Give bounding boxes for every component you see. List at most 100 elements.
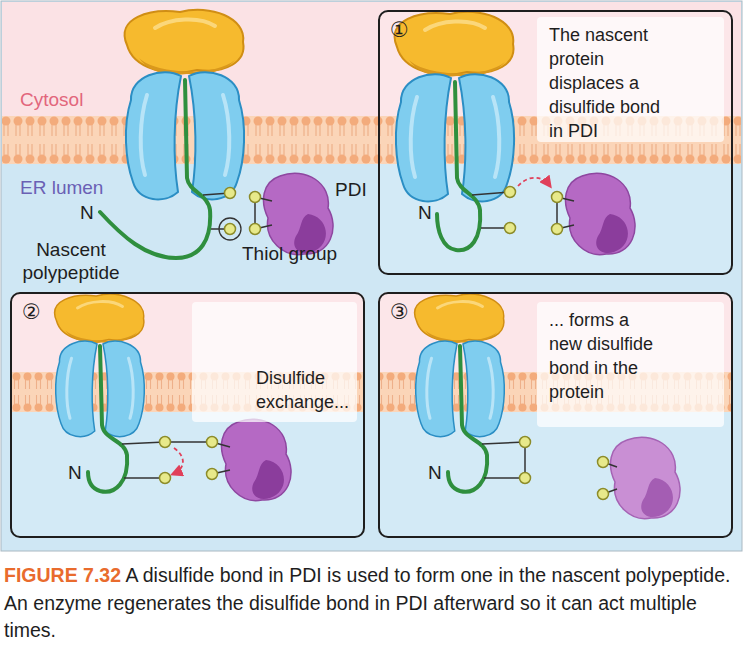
caption-text: bond: [220, 564, 263, 586]
sulfur-atom: [207, 469, 218, 480]
sulfur-atom: [552, 192, 563, 203]
caption-text: is: [327, 564, 341, 586]
caption-text: in: [269, 564, 284, 586]
caption-text: times.: [4, 619, 56, 641]
caption-text: [556, 592, 561, 614]
thiol-group: [598, 457, 609, 468]
caption-text: [390, 592, 395, 614]
pdi-protein: [566, 173, 636, 254]
thiol-bond: [482, 442, 525, 444]
caption-text: [428, 592, 433, 614]
caption-text: [244, 592, 249, 614]
polypeptide-chain: [437, 82, 480, 250]
sulfur-atom: [520, 437, 531, 448]
thiol-group: [505, 187, 516, 198]
caption-text: [546, 564, 551, 586]
caption-text: A: [125, 564, 137, 586]
thiol-group: [160, 473, 171, 484]
caption-text: [263, 564, 268, 586]
caption-text: in: [375, 592, 390, 614]
region-label: ER lumen: [20, 176, 103, 199]
part-label: Nascent polypeptide: [12, 238, 130, 284]
step-number: ②: [22, 300, 41, 324]
sulfur-atom: [520, 473, 531, 484]
caption-text: [341, 564, 346, 586]
caption-text: [620, 564, 625, 586]
caption-text: [214, 564, 219, 586]
caption-text: the: [519, 564, 546, 586]
terminus-label: N: [428, 461, 442, 484]
caption-text: afterward: [433, 592, 514, 614]
caption-text: PDI: [289, 564, 322, 586]
caption-text: regenerates: [107, 592, 211, 614]
panel-art: [378, 10, 733, 275]
caption-text: [121, 564, 125, 586]
step-panel: ②Disulfide exchange...: [10, 292, 365, 538]
caption-text: can: [561, 592, 592, 614]
protein-label: PDI: [335, 178, 367, 201]
caption-text: polypeptide.: [625, 564, 730, 586]
reaction-arrow: [173, 448, 183, 474]
thiol-bond: [122, 442, 165, 444]
caption-text: nascent: [552, 564, 620, 586]
caption-text: [369, 592, 374, 614]
terminus-label: N: [80, 201, 94, 224]
caption-text: [541, 592, 546, 614]
figure-caption: FIGURE 7.32 A disulfide bond in PDI is u…: [4, 562, 742, 645]
figure-number: [78, 564, 83, 586]
caption-text: An: [4, 592, 28, 614]
mixed-disulfide: [165, 441, 212, 443]
lumen-background: [1, 1, 742, 551]
caption-text: [102, 592, 107, 614]
caption-text: [389, 564, 394, 586]
sulfur-atom: [250, 192, 261, 203]
lumen-background: [10, 292, 365, 538]
sulfur-atom: [250, 224, 261, 235]
pdi-protein: [611, 437, 681, 518]
step-panel: ① The nascent protein displaces a disulfi…: [378, 10, 733, 275]
caption-text: [515, 592, 520, 614]
caption-text: [514, 564, 519, 586]
part-label: Thiol group: [242, 242, 337, 265]
pdi-protein: [264, 173, 334, 254]
thiol-group: [225, 224, 236, 235]
figure-number: 7.32: [83, 564, 121, 586]
caption-text: [411, 564, 416, 586]
reaction-arrow: [518, 178, 550, 186]
thiol-group: [225, 188, 236, 199]
caption-text: form: [416, 564, 455, 586]
thiol-group: [160, 437, 171, 448]
caption-text: so: [520, 592, 541, 614]
step-panel: ③ ... forms a new disulfide bond in the p…: [378, 292, 733, 538]
step-number: ①: [390, 18, 409, 42]
figure-number: FIGURE: [4, 564, 78, 586]
lumen-background: [378, 292, 733, 538]
step-description: ... forms a new disulfide bond in the pr…: [537, 302, 724, 427]
caption-text: act: [598, 592, 624, 614]
thiol-group: [598, 489, 609, 500]
caption-text: [284, 564, 289, 586]
caption-text: it: [546, 592, 556, 614]
terminus-label: N: [68, 461, 82, 484]
panel-art: [10, 292, 365, 538]
lumen-background: [378, 10, 733, 275]
caption-text: disulfide: [143, 564, 215, 586]
thiol-group: [505, 223, 516, 234]
caption-text: enzyme: [33, 592, 101, 614]
panel-art: [378, 292, 733, 538]
caption-text: [211, 592, 216, 614]
step-description: The nascent protein displaces a disulfid…: [537, 17, 724, 142]
caption-text: [321, 592, 326, 614]
caption-text: used: [347, 564, 389, 586]
caption-text: [455, 564, 460, 586]
step-number: ③: [390, 300, 409, 324]
caption-text: in: [498, 564, 513, 586]
caption-text: one: [460, 564, 493, 586]
callout-circle: [219, 218, 241, 240]
caption-text: [624, 592, 629, 614]
polypeptide-chain: [88, 346, 127, 492]
caption-text: PDI: [395, 592, 428, 614]
caption-text: disulfide: [249, 592, 321, 614]
